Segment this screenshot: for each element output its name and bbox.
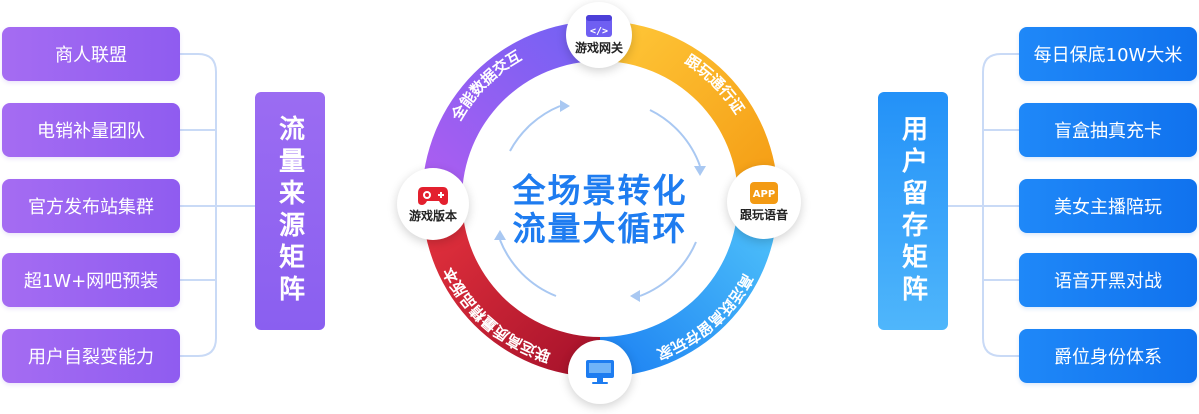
source-item-telesales-team: 电销补量团队 <box>2 103 180 157</box>
ring-label-active-players: 高活跃高留存玩家 <box>654 271 756 363</box>
source-item-merchant-alliance: 商人联盟 <box>2 27 180 81</box>
node-label-game-gateway: 游戏网关 <box>574 41 623 55</box>
svg-text:APP: APP <box>753 189 775 200</box>
ring-segment-purple <box>422 21 600 199</box>
retention-item-voice-battle: 语音开黑对战 <box>1019 253 1197 307</box>
center-title-line1: 全场景转化 <box>512 171 688 210</box>
retention-item-blind-box: 盲盒抽真充卡 <box>1019 103 1197 157</box>
node-voice-app: APP 跟玩语音 <box>727 165 801 239</box>
retention-item-streamer: 美女主播陪玩 <box>1019 179 1197 233</box>
left-matrix-title: 流量来源矩阵 <box>255 92 325 330</box>
ring-segment-red <box>422 199 600 377</box>
ring-segment-blue <box>600 199 778 377</box>
node-monitor <box>568 340 632 404</box>
app-icon: APP <box>750 182 778 204</box>
center-title-line2: 流量大循环 <box>512 209 688 248</box>
monitor-icon <box>586 360 614 384</box>
node-game-version: 游戏版本 <box>397 168 469 240</box>
node-label-game-version: 游戏版本 <box>408 209 457 223</box>
node-game-gateway: </> 游戏网关 <box>566 2 632 68</box>
gamepad-icon <box>418 187 448 205</box>
right-matrix-title: 用户留存矩阵 <box>878 92 948 330</box>
retention-item-daily-rice: 每日保底10W大米 <box>1019 27 1197 81</box>
svg-text:</>: </> <box>590 26 608 37</box>
code-window-icon: </> <box>586 15 612 37</box>
cycle-ring: 全能数据交互 跟玩通行证 高活跃高留存玩家 联运高质量精品版本 <box>422 21 778 377</box>
retention-item-rank-system: 爵位身份体系 <box>1019 329 1197 383</box>
source-item-user-fission: 用户自裂变能力 <box>2 329 180 383</box>
node-label-voice: 跟玩语音 <box>739 208 788 222</box>
ring-segment-orange <box>600 21 778 199</box>
source-item-official-sites: 官方发布站集群 <box>2 179 180 233</box>
source-item-internet-cafe: 超1W+网吧预装 <box>2 253 180 307</box>
